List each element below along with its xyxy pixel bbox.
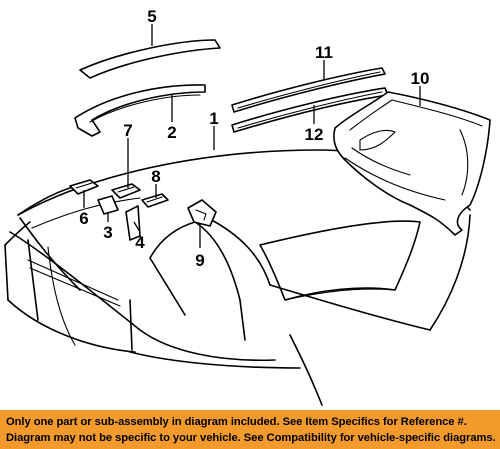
- callout-11: 11: [315, 43, 333, 62]
- leader-4: [133, 221, 141, 233]
- part-6-detail: [75, 182, 93, 189]
- callout-8: 8: [151, 167, 160, 186]
- callout-12: 12: [305, 125, 324, 144]
- callout-4: 4: [135, 233, 145, 252]
- leader-lines: [83, 24, 421, 248]
- part-7-bracket: [111, 183, 141, 199]
- callout-10: 10: [411, 69, 430, 88]
- part-10-seam: [351, 147, 411, 176]
- disclaimer-line-2: Diagram may not be specific to your vehi…: [6, 432, 496, 444]
- callout-5: 5: [147, 7, 156, 26]
- quarter-panel-edge: [239, 299, 246, 341]
- rear-quarter-lower: [129, 351, 301, 369]
- door-handle-line: [27, 259, 119, 301]
- door-rear-line: [129, 299, 133, 351]
- part-10-lower-lip: [344, 157, 446, 201]
- door-trim-line: [29, 267, 121, 307]
- part-7-detail: [117, 186, 135, 193]
- part-8-bracket: [141, 193, 169, 208]
- part-10-upper-lip: [349, 99, 483, 131]
- part-3-latch: [97, 195, 119, 215]
- part-10-side-edge: [459, 129, 469, 196]
- part-10-shell: [333, 91, 491, 236]
- door-front-line: [27, 239, 39, 321]
- bumper-line: [289, 334, 323, 406]
- disclaimer-banner: Only one part or sub-assembly in diagram…: [0, 410, 500, 449]
- trunk-lid-line: [269, 284, 431, 331]
- front-fender-edge: [4, 244, 9, 301]
- part-10-rear-weatherstrip: [333, 91, 491, 236]
- a-pillar-edge: [19, 217, 81, 291]
- part-8-detail: [146, 196, 163, 203]
- part-5-header-molding: [79, 39, 221, 79]
- callout-6: 6: [79, 209, 88, 228]
- part-11-inner-line: [237, 71, 381, 109]
- callout-7: 7: [123, 121, 132, 140]
- part-4-pillar-seal: [125, 205, 141, 241]
- part-2-inner-line: [89, 94, 201, 123]
- rocker-line: [7, 299, 136, 353]
- windshield-top-trim: [31, 197, 141, 229]
- part-9-striker: [187, 199, 217, 227]
- parts-diagram: 5 2 1 11 12 10 7 8 6 3 4 9: [4, 7, 491, 406]
- rear-window: [259, 220, 421, 301]
- callout-9: 9: [195, 251, 204, 270]
- callout-3: 3: [103, 223, 112, 242]
- callout-2: 2: [167, 123, 176, 142]
- part-2-roof-frame: [74, 84, 206, 137]
- part-12-inner-line: [237, 91, 383, 129]
- quarter-glass-front: [149, 221, 196, 259]
- car-body: [4, 149, 471, 406]
- callout-1: 1: [209, 109, 218, 128]
- part-10-inner-panel: [359, 129, 396, 151]
- callout-numbers: 5 2 1 11 12 10 7 8 6 3 4 9: [79, 7, 429, 270]
- c-pillar-front: [149, 257, 186, 316]
- parts-diagram-svg: 5 2 1 11 12 10 7 8 6 3 4 9: [4, 7, 491, 406]
- c-pillar-rear: [194, 221, 241, 301]
- rear-window-lower-trim: [284, 288, 396, 301]
- part-9-detail: [195, 209, 207, 221]
- sail-panel-line: [207, 217, 271, 286]
- door-top-line: [9, 231, 276, 362]
- rear-deck-edge: [429, 214, 471, 331]
- disclaimer-line-1: Only one part or sub-assembly in diagram…: [6, 416, 467, 428]
- hood-edge: [4, 221, 31, 246]
